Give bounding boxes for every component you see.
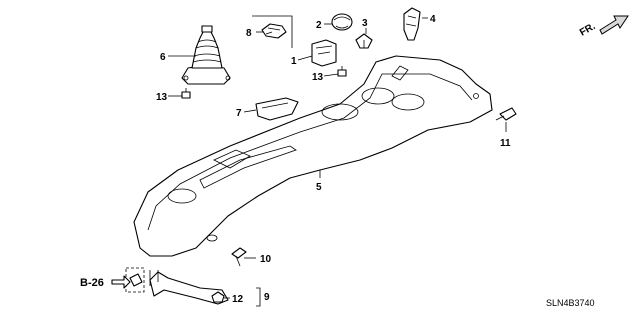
callout-9: 9: [264, 292, 270, 303]
callout-2: 2: [316, 20, 322, 31]
part-screw-11: [495, 107, 517, 121]
callout-5: 5: [316, 182, 322, 193]
part-clip-8: [252, 15, 293, 48]
callout-1: 1: [291, 56, 297, 67]
callout-7: 7: [236, 108, 242, 119]
part-bracket-4: [403, 7, 421, 41]
part-center-console-5: [133, 55, 493, 257]
callout-13-upper: 13: [312, 72, 324, 83]
part-grommet-3: [355, 33, 373, 49]
part-cover-7: [255, 97, 299, 121]
arrow-icon: [599, 15, 629, 35]
direction-label: FR.: [578, 21, 598, 39]
callout-3: 3: [362, 18, 368, 29]
part-shift-boot: [181, 25, 231, 85]
callout-6: 6: [160, 52, 166, 63]
callout-11: 11: [500, 138, 511, 149]
part-bolt-10: [231, 247, 247, 267]
callout-12: 12: [232, 294, 244, 305]
callout-8: 8: [246, 28, 252, 39]
reference-label: B-26: [80, 277, 104, 289]
part-screw-13a: [337, 66, 347, 77]
part-bracket-9: [111, 267, 229, 305]
callout-4: 4: [430, 14, 436, 25]
part-screw-13b: [181, 88, 191, 99]
callout-13-lower: 13: [156, 92, 168, 103]
part-holder-1: [311, 39, 337, 67]
part-nut-12: [211, 291, 225, 303]
callout-10: 10: [260, 254, 272, 265]
reference-arrow-icon: [111, 275, 131, 289]
leader-lines: [168, 17, 507, 307]
part-code: SLN4B3740: [546, 298, 595, 308]
front-direction-arrow: FR.: [578, 15, 629, 39]
part-knob-2: [331, 13, 353, 31]
